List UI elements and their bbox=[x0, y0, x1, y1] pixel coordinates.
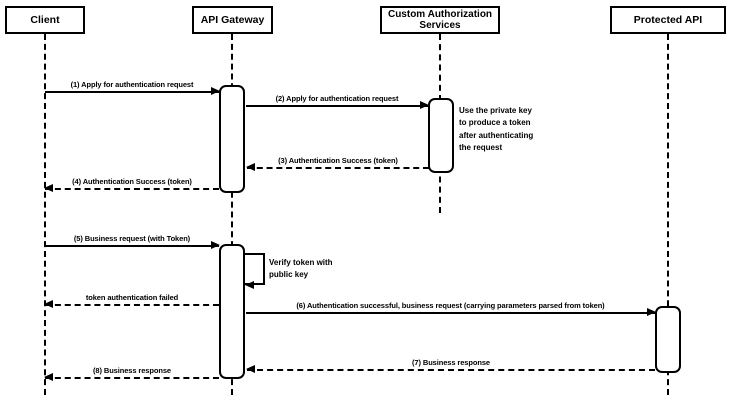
message-line bbox=[247, 369, 655, 371]
arrowhead-icon bbox=[246, 163, 255, 171]
self-message-verify-token: Verify token with public key bbox=[245, 253, 333, 289]
arrowhead-icon bbox=[211, 87, 220, 95]
arrowhead-icon bbox=[44, 300, 53, 308]
message-label: (5) Business request (with Token) bbox=[73, 234, 191, 243]
message-label: (8) Business response bbox=[93, 366, 171, 375]
activation-api-gateway-business bbox=[219, 244, 245, 379]
actor-label-custom-authorization-services: Custom Authorization Services bbox=[387, 9, 493, 31]
arrowhead-icon bbox=[420, 101, 429, 109]
message-label: (3) Authentication Success (token) bbox=[278, 156, 398, 165]
message-line bbox=[45, 245, 219, 247]
lifeline-protected-api bbox=[667, 34, 669, 395]
message-label: (7) Business response bbox=[412, 358, 490, 367]
message-line bbox=[45, 188, 219, 190]
message-line bbox=[45, 304, 219, 306]
actor-label-protected-api: Protected API bbox=[633, 13, 703, 26]
message-label: token authentication failed bbox=[85, 293, 179, 302]
activation-protected-api bbox=[655, 306, 681, 373]
message-line bbox=[246, 312, 655, 314]
arrowhead-icon bbox=[246, 365, 255, 373]
message-line bbox=[246, 105, 428, 107]
arrowhead-icon bbox=[211, 241, 220, 249]
arrowhead-icon bbox=[44, 373, 53, 381]
message-line bbox=[45, 377, 219, 379]
message-label: (4) Authentication Success (token) bbox=[72, 177, 192, 186]
actor-box-api-gateway: API Gateway bbox=[192, 6, 273, 34]
self-message-label: Verify token with public key bbox=[269, 258, 333, 279]
message-label: (2) Apply for authentication request bbox=[275, 94, 399, 103]
arrowhead-icon bbox=[647, 308, 656, 316]
actor-box-client: Client bbox=[5, 6, 85, 34]
message-line bbox=[45, 91, 219, 93]
actor-label-client: Client bbox=[30, 13, 60, 26]
message-line bbox=[247, 167, 429, 169]
lifeline-api-gateway bbox=[231, 34, 233, 395]
arrowhead-icon bbox=[44, 184, 53, 192]
arrowhead-icon bbox=[245, 281, 254, 289]
lifeline-client bbox=[44, 34, 46, 395]
message-label: (6) Authentication successful, business … bbox=[296, 301, 605, 310]
activation-custom-authorization-services bbox=[428, 98, 454, 173]
message-label: (1) Apply for authentication request bbox=[70, 80, 194, 89]
note-private-key: Use the private key to produce a token a… bbox=[459, 106, 534, 153]
actor-box-custom-authorization-services: Custom Authorization Services bbox=[380, 6, 500, 34]
activation-api-gateway-auth bbox=[219, 85, 245, 193]
actor-box-protected-api: Protected API bbox=[610, 6, 726, 34]
actor-label-api-gateway: API Gateway bbox=[200, 13, 265, 26]
